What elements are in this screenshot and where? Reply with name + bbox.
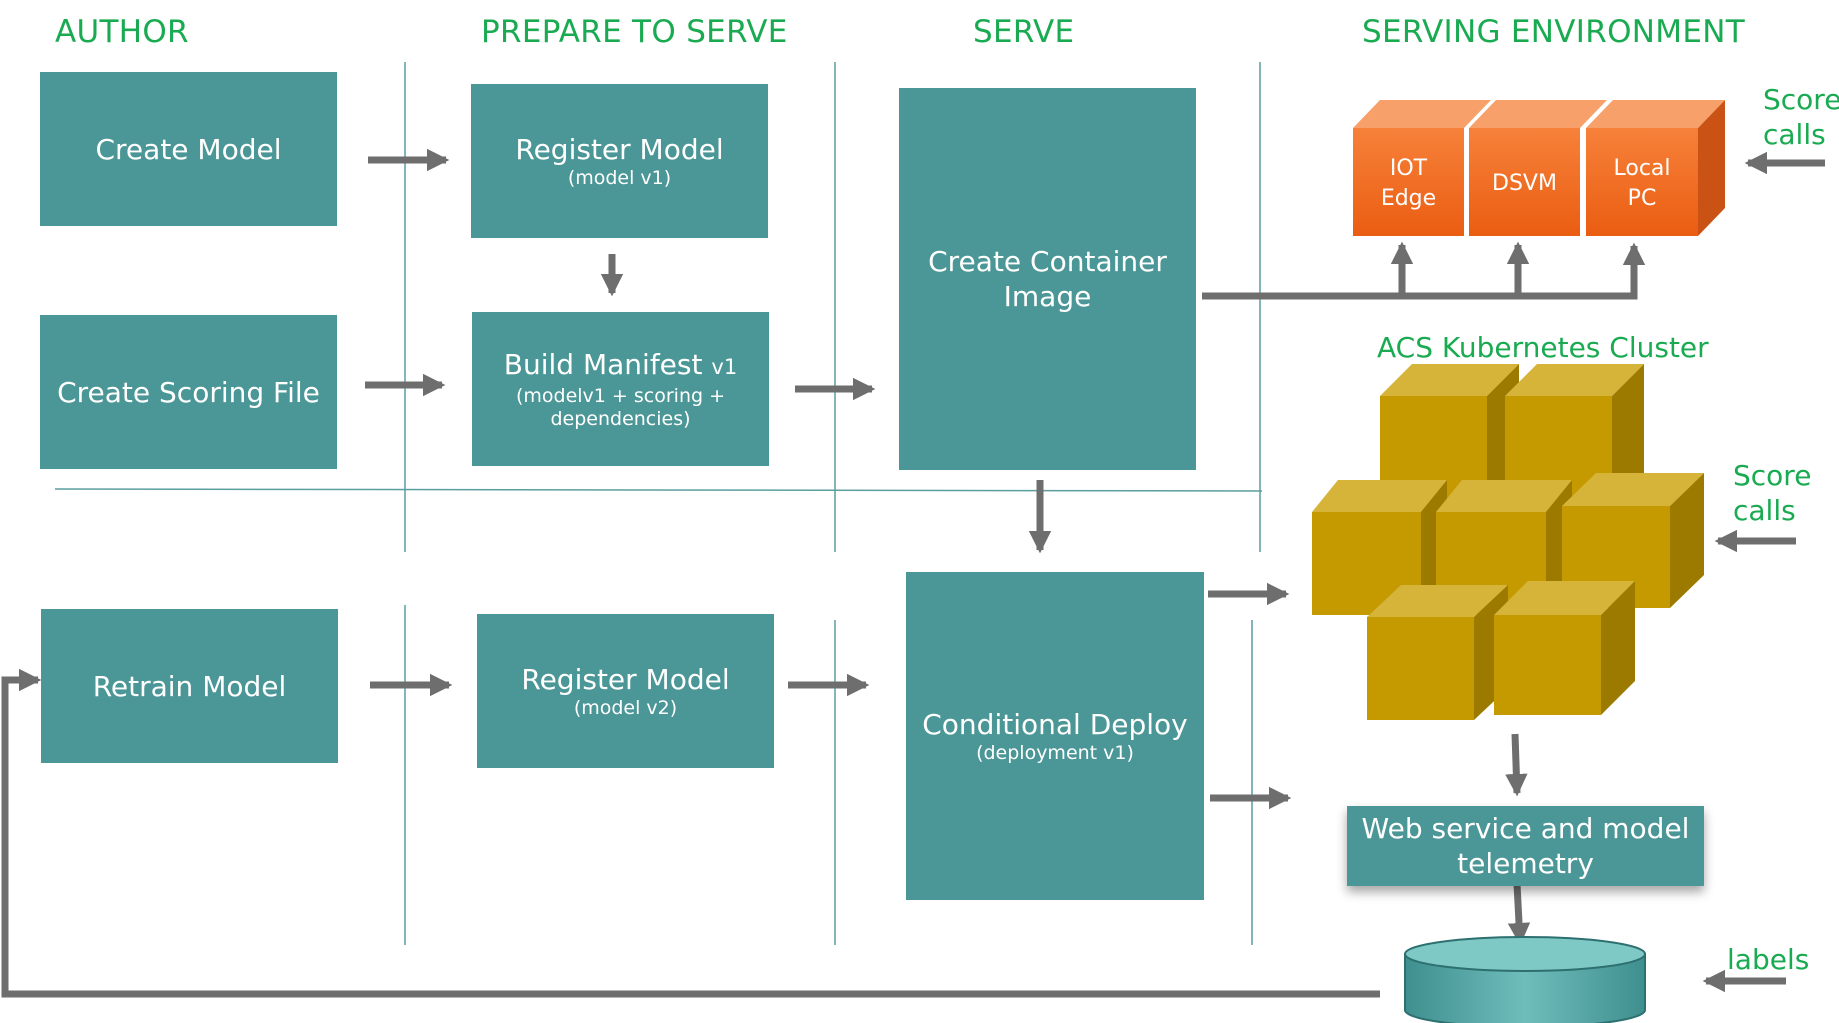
telemetry-line-1: Web service and model <box>1361 812 1690 845</box>
labels-label: labels <box>1727 943 1810 976</box>
build-manifest-subtitle-2: dependencies) <box>550 408 691 430</box>
create-container-line-2: Image <box>1003 280 1092 313</box>
kubernetes-cluster-cubes <box>1312 364 1704 720</box>
create-container-image-box: Create Container Image <box>899 88 1196 470</box>
register-model-v1-box: Register Model (model v1) <box>471 84 768 238</box>
register-model-v2-box: Register Model (model v2) <box>477 614 774 768</box>
target-local-pc-line-2: PC <box>1627 186 1657 211</box>
score-calls-top: Score calls <box>1763 82 1839 152</box>
database-icon <box>1404 936 1646 1023</box>
cluster-cube <box>1494 581 1635 715</box>
header-author: AUTHOR <box>55 14 189 50</box>
build-manifest-version: v1 <box>711 355 738 379</box>
serving-targets <box>1353 100 1725 236</box>
create-scoring-file-label: Create Scoring File <box>57 375 320 409</box>
web-service-telemetry-box: Web service and model telemetry <box>1347 806 1704 886</box>
score-calls-top-line-2: calls <box>1763 118 1826 151</box>
cluster-cube <box>1367 585 1508 720</box>
column-dividers <box>54 62 1263 945</box>
build-manifest-subtitle-1: (modelv1 + scoring + <box>515 385 726 407</box>
register-model-v1-title: Register Model <box>515 133 724 166</box>
header-serve: SERVE <box>973 14 1075 50</box>
score-calls-cluster: Score calls <box>1733 458 1811 528</box>
conditional-deploy-box: Conditional Deploy (deployment v1) <box>906 572 1204 900</box>
create-model-box: Create Model <box>40 72 337 226</box>
score-calls-cluster-line-1: Score <box>1733 459 1812 492</box>
conditional-deploy-subtitle: (deployment v1) <box>976 742 1134 764</box>
target-dsvm-line-1: DSVM <box>1492 171 1557 196</box>
build-manifest-title-line: Build Manifest v1 <box>504 347 737 385</box>
flow-arrows <box>1 148 1825 998</box>
register-model-v1-subtitle: (model v1) <box>567 167 672 189</box>
conditional-deploy-title: Conditional Deploy <box>922 708 1188 741</box>
create-container-line-1: Create Container <box>928 245 1167 278</box>
target-dsvm-label: DSVM <box>1469 152 1580 216</box>
telemetry-line-2: telemetry <box>1457 847 1594 880</box>
register-model-v2-subtitle: (model v2) <box>573 697 678 719</box>
header-serving-environment: SERVING ENVIRONMENT <box>1362 14 1745 50</box>
score-calls-cluster-line-2: calls <box>1733 494 1796 527</box>
target-iot-edge-label: IOT Edge <box>1353 152 1464 216</box>
cluster-label: ACS Kubernetes Cluster <box>1377 331 1709 364</box>
target-iot-edge-line-1: IOT <box>1389 156 1428 181</box>
register-model-v2-title: Register Model <box>521 663 730 696</box>
create-scoring-file-box: Create Scoring File <box>40 315 337 469</box>
retrain-model-label: Retrain Model <box>92 669 287 703</box>
retrain-model-box: Retrain Model <box>41 609 338 763</box>
target-local-pc-line-1: Local <box>1613 156 1671 181</box>
target-iot-edge-line-2: Edge <box>1380 186 1437 211</box>
build-manifest-title: Build Manifest <box>503 348 703 381</box>
score-calls-top-line-1: Score <box>1763 83 1839 116</box>
create-model-label: Create Model <box>95 132 282 166</box>
header-prepare-to-serve: PREPARE TO SERVE <box>481 14 788 50</box>
build-manifest-box: Build Manifest v1 (modelv1 + scoring + d… <box>472 312 769 466</box>
